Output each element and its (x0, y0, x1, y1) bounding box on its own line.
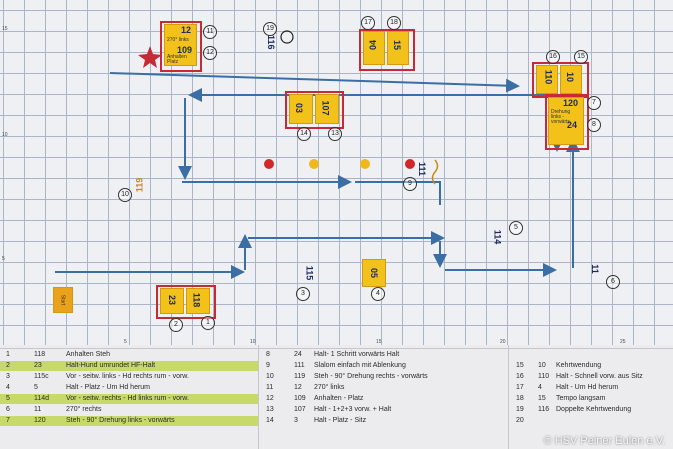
station-number-10: 10 (118, 188, 132, 202)
station-sign: 15 (387, 31, 409, 65)
sign-code: 111 (417, 161, 428, 177)
station-number-7: 7 (587, 96, 601, 110)
station-sign: 107 (315, 94, 339, 124)
station-number-6: 6 (606, 275, 620, 289)
sign-text: Anhalten Platz (167, 54, 187, 65)
copyright-text: © HSV Peiner Eulen e.V. (543, 435, 665, 447)
station-number-16: 16 (546, 50, 560, 64)
sign-code: 118 (191, 292, 202, 308)
sign-code: 10 (565, 71, 576, 83)
slalom-icon (431, 159, 439, 185)
sign-code: 12 (181, 25, 192, 35)
sign-code: 110 (543, 69, 554, 85)
station-sign: 115 (262, 258, 320, 290)
station-number-8: 8 (587, 118, 601, 132)
station-number-17: 17 (361, 16, 375, 30)
sign-code: 05 (369, 267, 380, 279)
station-number-18: 18 (387, 16, 401, 30)
station-box (156, 285, 216, 319)
station-sign: 114 (460, 222, 510, 254)
cone-icon (264, 159, 274, 169)
sign-code: 115 (304, 265, 315, 281)
station-sign: 119 (130, 172, 158, 200)
station-number-12: 12 (203, 46, 217, 60)
sign-code: 119 (134, 177, 145, 193)
sign-text: 270° links (167, 37, 189, 43)
station-sign: 03 (289, 94, 313, 124)
sign-code: 04 (368, 39, 379, 51)
station-number-19: 19 (263, 22, 277, 36)
legend-highlight (0, 416, 258, 426)
station-sign: 118 (186, 288, 210, 314)
sign-code: 109 (177, 45, 193, 55)
sign-text: Drehung links - vorwärts (551, 109, 571, 125)
sign-text: Start (59, 294, 66, 306)
course-paths (55, 30, 580, 279)
sign-code: 24 (567, 120, 578, 130)
sign-code: 23 (167, 294, 178, 306)
station-number-3: 3 (296, 287, 310, 301)
sign-code: 11 (589, 264, 600, 274)
station-number-4: 4 (371, 287, 385, 301)
station-number-14: 14 (297, 127, 311, 141)
cone-icon (360, 159, 370, 169)
station-box (359, 29, 415, 71)
station-number-11: 11 (203, 25, 217, 39)
station-sign: 116 (264, 33, 278, 63)
sign-code: 116 (266, 35, 276, 50)
path-arrow (109, 72, 520, 93)
cone-icon (309, 159, 319, 169)
sign-code: 03 (294, 102, 305, 114)
station-number-5: 5 (509, 221, 523, 235)
station-number-15: 15 (574, 50, 588, 64)
axis-label: 15 (2, 26, 8, 32)
axis-label: 15 (376, 339, 382, 345)
sign-code: 15 (392, 39, 403, 51)
station-sign: 10 (560, 65, 582, 94)
course-grid: 15 10 5 5 10 15 20 25 (0, 0, 673, 345)
cone-icon (405, 159, 415, 169)
legend-highlight (0, 394, 258, 404)
axis-label: 25 (620, 339, 626, 345)
axis-label: 5 (2, 256, 5, 262)
sign-code: 120 (563, 98, 579, 108)
station-sign: 23 (160, 288, 184, 314)
station-sign: 05 (362, 259, 386, 287)
station-number-13: 13 (328, 127, 342, 141)
station-box (285, 91, 344, 129)
axis-label: 10 (2, 132, 8, 138)
station-number-9: 9 (403, 177, 417, 191)
station-number-2: 2 (169, 318, 183, 332)
station-sign: 120 Drehung links - vorwärts 24 (548, 97, 584, 145)
station-sign: 110 (536, 65, 558, 94)
station-number-1: 1 (201, 316, 215, 330)
station-sign: 11 (578, 256, 606, 286)
start-sign: Start (53, 287, 73, 313)
axis-label: 20 (500, 339, 506, 345)
station-box (160, 21, 202, 72)
ring-icon (280, 30, 294, 44)
path-arrow (355, 181, 441, 205)
sign-code: 114 (492, 229, 503, 245)
sign-code: 107 (320, 100, 331, 116)
axis-label: 10 (250, 339, 256, 345)
star-icon (138, 46, 162, 68)
legend-highlight (0, 361, 258, 371)
station-sign: 111 (415, 160, 431, 182)
station-sign: 04 (363, 31, 385, 65)
station-sign: 12 270° links 109 Anhalten Platz (164, 24, 197, 66)
axis-label: 5 (124, 339, 127, 345)
